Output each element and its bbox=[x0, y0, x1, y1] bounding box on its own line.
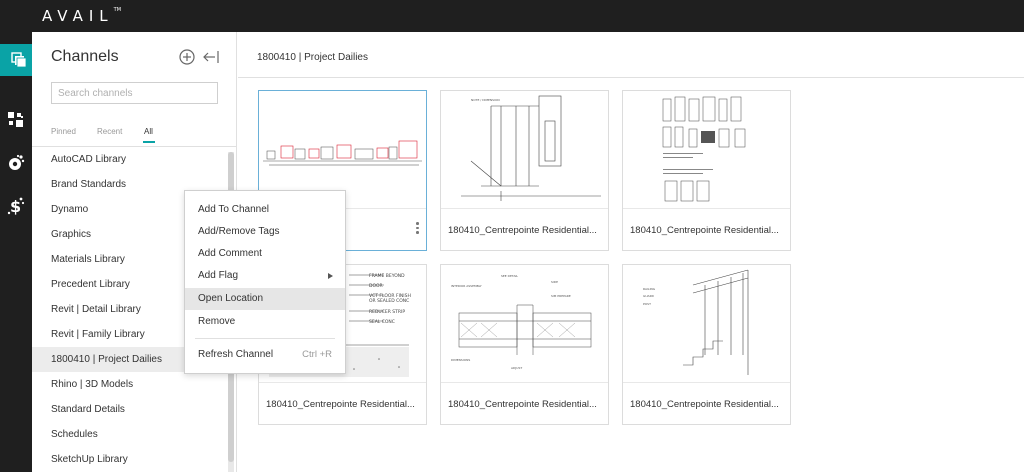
drawing-thumbnail bbox=[259, 91, 426, 208]
menu-add-remove-tags[interactable]: Add/Remove Tags bbox=[198, 226, 280, 237]
dollar-dots-icon: $ bbox=[7, 197, 25, 216]
svg-text:DIMENSIONS: DIMENSIONS bbox=[451, 358, 470, 362]
menu-separator bbox=[195, 338, 335, 339]
menu-add-flag[interactable]: Add Flag bbox=[185, 265, 345, 287]
channel-item[interactable]: Materials Library bbox=[51, 254, 125, 265]
svg-text:GUARD: GUARD bbox=[643, 294, 655, 298]
svg-text:INTERIOR ASSEMBLY: INTERIOR ASSEMBLY bbox=[451, 284, 482, 288]
channel-item[interactable]: Rhino | 3D Models bbox=[51, 379, 134, 390]
keyboard-shortcut: Ctrl +R bbox=[302, 349, 332, 360]
menu-refresh-channel[interactable]: Refresh Channel Ctrl +R bbox=[185, 344, 345, 366]
network-icon bbox=[8, 112, 23, 127]
search-channels-input[interactable] bbox=[51, 82, 218, 104]
asset-caption: 180410_Centrepointe Residential... bbox=[623, 382, 790, 425]
main-content: 1800410 | Project Dailies bbox=[238, 32, 1024, 472]
channel-item[interactable]: Graphics bbox=[51, 229, 92, 240]
submenu-arrow-icon bbox=[328, 273, 333, 279]
svg-text:ADJUST: ADJUST bbox=[511, 366, 522, 370]
channels-icon bbox=[11, 52, 27, 68]
tab-recent[interactable]: Recent bbox=[97, 127, 123, 136]
panel-divider bbox=[32, 146, 237, 147]
channel-item[interactable]: AutoCAD Library bbox=[51, 154, 127, 165]
top-bar: AVAILTM bbox=[0, 0, 1024, 32]
svg-text:SEE DETAIL: SEE DETAIL bbox=[501, 274, 518, 278]
channel-item[interactable]: SketchUp Library bbox=[51, 454, 128, 465]
main-header: 1800410 | Project Dailies bbox=[238, 32, 1024, 78]
channel-item[interactable]: Standard Details bbox=[51, 404, 125, 415]
svg-text:$: $ bbox=[10, 197, 21, 216]
svg-text:OR SEALED CONC: OR SEALED CONC bbox=[369, 298, 409, 304]
channel-item[interactable]: Brand Standards bbox=[51, 179, 127, 190]
rail-billing-button[interactable]: $ bbox=[0, 190, 32, 222]
asset-caption: 180410_Centrepointe Residential... bbox=[441, 208, 608, 251]
menu-add-comment[interactable]: Add Comment bbox=[198, 248, 262, 259]
drawing-thumbnail bbox=[623, 91, 790, 208]
menu-add-to-channel[interactable]: Add To Channel bbox=[198, 204, 269, 215]
svg-text:SEAL CONC: SEAL CONC bbox=[369, 319, 395, 325]
svg-text:FRAME BEYOND: FRAME BEYOND bbox=[369, 273, 405, 279]
svg-text:RAILING: RAILING bbox=[643, 287, 656, 291]
asset-caption: 180410_Centrepointe Residential... bbox=[441, 382, 608, 425]
svg-text:REDUCER STRIP: REDUCER STRIP bbox=[369, 309, 405, 315]
channel-item[interactable]: Precedent Library bbox=[51, 279, 130, 290]
gear-dots-icon bbox=[9, 154, 25, 170]
asset-card[interactable]: INTERIOR ASSEMBLY SEE DETAIL SIDE SIM PR… bbox=[440, 264, 609, 425]
add-channel-icon[interactable] bbox=[179, 49, 195, 65]
channel-item[interactable]: Dynamo bbox=[51, 204, 89, 215]
menu-add-flag-label: Add Flag bbox=[198, 270, 239, 281]
channel-item[interactable]: Schedules bbox=[51, 429, 98, 440]
rail-network-button[interactable] bbox=[0, 104, 32, 136]
svg-text:POST: POST bbox=[643, 302, 651, 306]
tab-pinned[interactable]: Pinned bbox=[51, 127, 76, 136]
asset-caption: 180410_Centrepointe Residential... bbox=[623, 208, 790, 251]
menu-remove[interactable]: Remove bbox=[198, 316, 236, 327]
context-menu: Add To Channel Add/Remove Tags Add Comme… bbox=[184, 190, 346, 374]
rail-insights-button[interactable] bbox=[0, 147, 32, 179]
menu-open-location[interactable]: Open Location bbox=[185, 288, 345, 310]
tab-all[interactable]: All bbox=[144, 127, 153, 136]
rail-channels-button[interactable] bbox=[0, 44, 38, 76]
active-tab-indicator bbox=[143, 141, 155, 143]
asset-card[interactable]: 180410_Centrepointe Residential... bbox=[622, 90, 791, 251]
more-options-icon[interactable] bbox=[416, 222, 420, 236]
drawing-thumbnail: NOTE / DIMENSION bbox=[441, 91, 608, 208]
breadcrumb: 1800410 | Project Dailies bbox=[257, 52, 368, 63]
channel-item[interactable]: Revit | Detail Library bbox=[51, 304, 141, 315]
workspace: Channels Pinned Recent All AutoCAD Libra… bbox=[32, 32, 1024, 472]
channel-item[interactable]: Revit | Family Library bbox=[51, 329, 145, 340]
panel-title: Channels bbox=[51, 48, 119, 65]
asset-card[interactable]: RAILING GUARD POST 180410_Centrepointe R… bbox=[622, 264, 791, 425]
collapse-panel-icon[interactable] bbox=[202, 49, 220, 65]
left-rail: $ bbox=[0, 32, 38, 472]
asset-caption: 180410_Centrepointe Residential... bbox=[259, 382, 426, 425]
svg-text:VCT FLOOR FINISH: VCT FLOOR FINISH bbox=[369, 293, 411, 299]
asset-card[interactable]: NOTE / DIMENSION 180410_Centrepointe Res… bbox=[440, 90, 609, 251]
app-logo: AVAILTM bbox=[42, 7, 122, 25]
svg-text:SIDE: SIDE bbox=[551, 280, 558, 284]
svg-text:NOTE / DIMENSION: NOTE / DIMENSION bbox=[471, 98, 500, 102]
drawing-thumbnail: RAILING GUARD POST bbox=[623, 265, 790, 382]
menu-refresh-label: Refresh Channel bbox=[198, 349, 274, 360]
drawing-thumbnail: INTERIOR ASSEMBLY SEE DETAIL SIDE SIM PR… bbox=[441, 265, 608, 382]
svg-text:DOOR: DOOR bbox=[369, 283, 383, 289]
svg-text:SIM PREPARE: SIM PREPARE bbox=[551, 294, 571, 298]
